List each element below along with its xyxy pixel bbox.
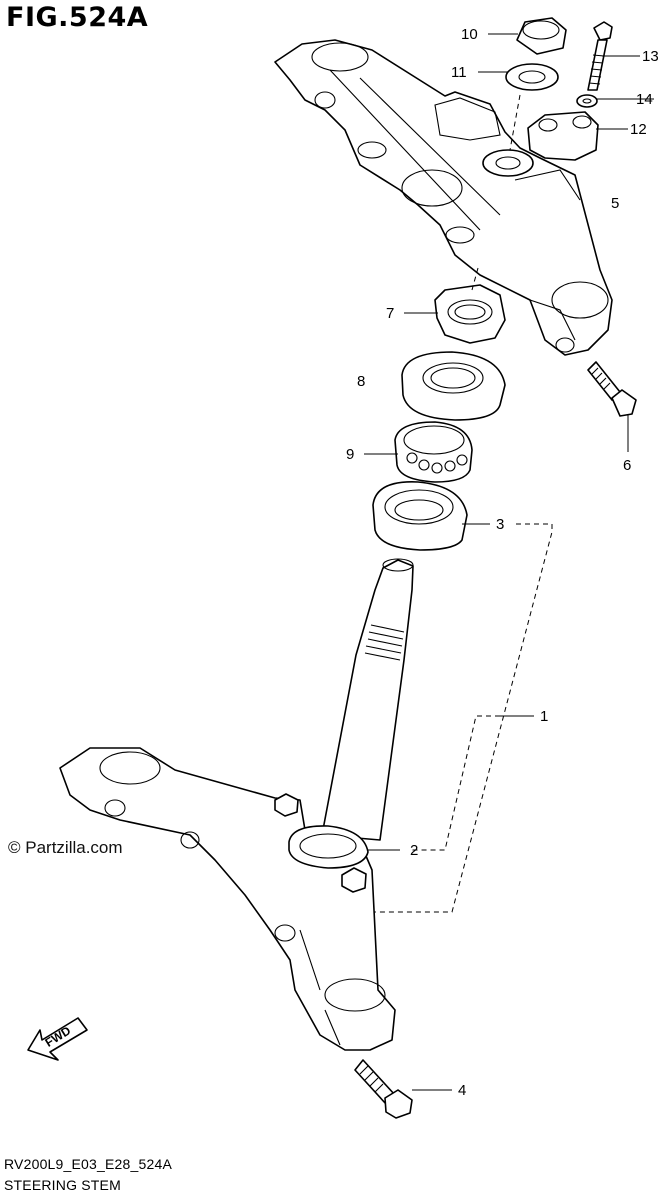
callout-7: 7 [386, 305, 394, 322]
diagram-name: STEERING STEM [4, 1177, 121, 1193]
callouts: 1 2 3 4 5 6 7 8 9 10 11 12 13 14 [346, 26, 659, 1099]
callout-12: 12 [630, 121, 647, 138]
callout-10: 10 [461, 26, 478, 43]
callout-8: 8 [357, 373, 365, 390]
callout-14: 14 [636, 91, 653, 108]
centerline-upper [509, 94, 521, 151]
callout-5: 5 [611, 195, 619, 212]
figure-title: FIG.524A [6, 2, 149, 33]
part-seal-2 [288, 825, 369, 869]
callout-3: 3 [496, 516, 504, 533]
centerline-7 [471, 267, 479, 291]
callout-13: 13 [642, 48, 659, 65]
part-bearing-9 [394, 421, 473, 483]
callout-9: 9 [346, 446, 354, 463]
part-washer-upper [482, 149, 534, 177]
callout-11: 11 [451, 64, 467, 81]
callout-1: 1 [540, 708, 548, 725]
copyright-text: © Partzilla.com [8, 838, 123, 857]
diagram-code: RV200L9_E03_E28_524A [4, 1156, 173, 1172]
part-bolt-13 [587, 21, 613, 91]
callout-4: 4 [458, 1082, 466, 1099]
callout-6: 6 [623, 457, 631, 474]
fwd-arrow: FWD [27, 1017, 88, 1061]
callout-2: 2 [410, 842, 418, 859]
part-lockwasher-14 [576, 94, 598, 108]
part-race-3 [372, 481, 468, 551]
part-bolt-4 [354, 1059, 413, 1119]
part-bolt-6 [587, 361, 637, 417]
part-washer-11 [505, 63, 559, 91]
leader-lines [364, 33, 654, 1091]
part-upper-bracket [274, 39, 613, 356]
part-clamp-12 [527, 111, 599, 161]
part-stem-nut-7 [434, 284, 506, 344]
part-dust-seal-8 [401, 351, 506, 421]
part-nut-10 [516, 17, 567, 55]
part-steering-stem [59, 558, 414, 1051]
